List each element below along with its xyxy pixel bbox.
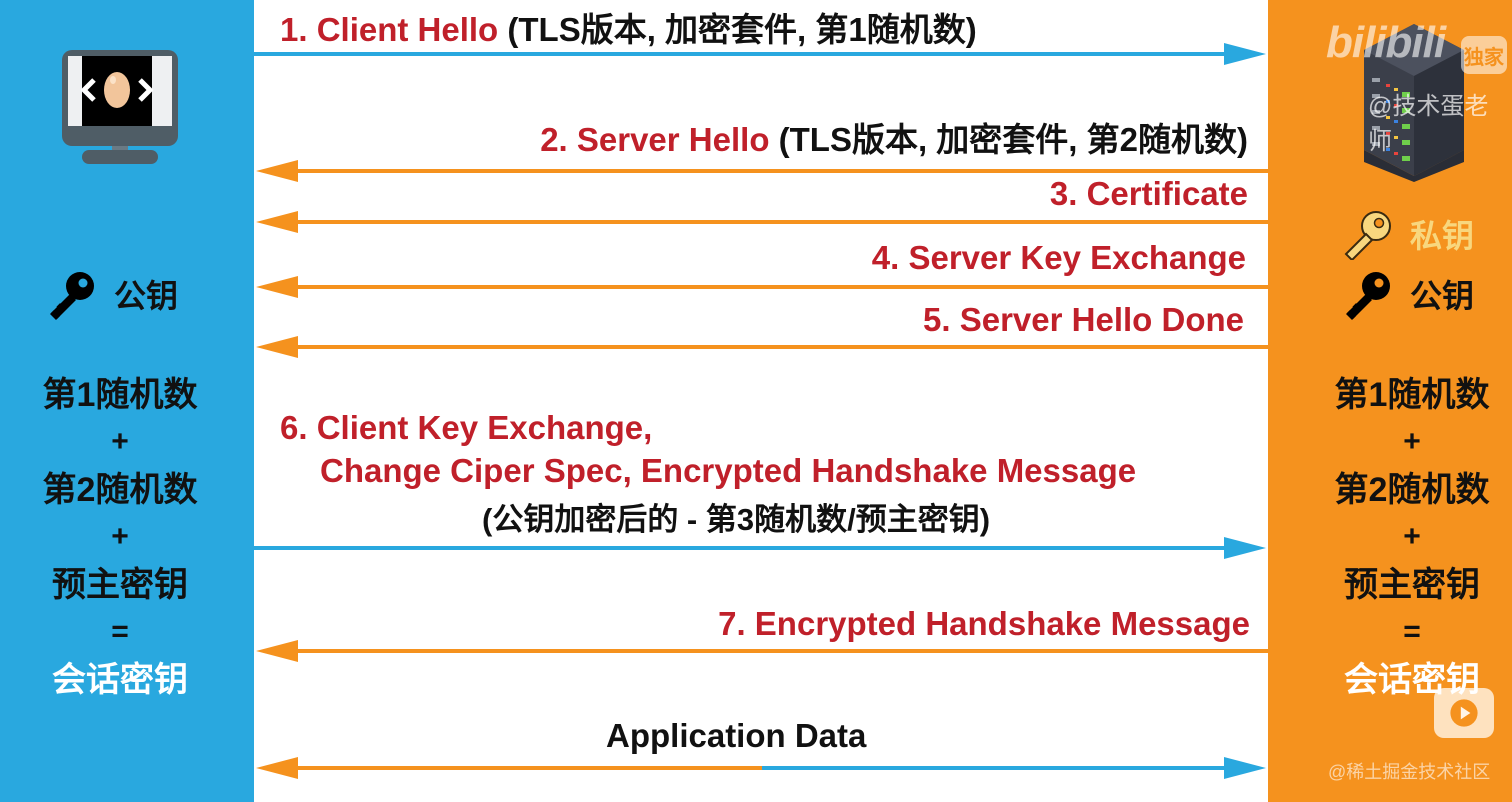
- message-step: 2. Server Hello: [540, 121, 770, 158]
- computer-egg-icon: [62, 50, 178, 166]
- message-5-label: 5. Server Hello Done: [923, 301, 1244, 338]
- message-3-label: 3. Certificate: [1049, 175, 1248, 212]
- message-6-label-line2: Change Ciper Spec, Encrypted Handshake M…: [320, 452, 1137, 489]
- arrow-client-to-server: [254, 536, 1268, 560]
- message-7-label: 7. Encrypted Handshake Message: [718, 605, 1250, 642]
- formula-random-1: 第1随机数: [42, 375, 198, 414]
- arrow-server-to-client: [254, 275, 1268, 299]
- message-detail: (TLS版本, 加密套件, 第2随机数): [778, 121, 1248, 158]
- server-private-key: 私钥: [1342, 208, 1474, 260]
- arrow-server-to-client: [254, 639, 1268, 663]
- server-public-key: 公钥: [1342, 268, 1474, 320]
- formula-equals: =: [1403, 615, 1421, 649]
- exclusive-badge: 独家: [1461, 36, 1507, 74]
- server-private-key-label: 私钥: [1410, 218, 1475, 254]
- message-1-label: 1. Client Hello (TLS版本, 加密套件, 第1随机数): [280, 11, 977, 48]
- message-area: [254, 0, 1268, 802]
- formula-random-2: 第2随机数: [42, 470, 198, 509]
- server-rack-icon: [1360, 22, 1468, 182]
- community-watermark: @稀土掘金技术社区: [1328, 762, 1491, 782]
- formula-equals: =: [111, 615, 129, 649]
- message-4-label: 4. Server Key Exchange: [871, 239, 1246, 276]
- client-public-key: 公钥: [46, 268, 178, 320]
- formula-plus: +: [111, 425, 129, 459]
- play-icon[interactable]: [1434, 688, 1494, 738]
- formula-premaster-key: 预主密钥: [52, 565, 188, 604]
- client-key-label: 公钥: [114, 278, 179, 314]
- server-public-key-label: 公钥: [1410, 278, 1475, 314]
- application-data-label: Application Data: [606, 717, 867, 754]
- bilibili-logo: bilibili: [1326, 18, 1446, 67]
- formula-session-key: 会话密钥: [52, 660, 188, 699]
- message-step: 1. Client Hello: [280, 11, 499, 48]
- server-session-key-formula: 第1随机数 + 第2随机数 + 预主密钥 = 会话密钥: [1312, 371, 1512, 704]
- arrow-server-to-client: [254, 335, 1268, 359]
- message-detail: (TLS版本, 加密套件, 第1随机数): [507, 11, 977, 48]
- formula-plus: +: [111, 520, 129, 554]
- arrow-server-to-client: [254, 159, 1268, 183]
- arrow-server-to-client: [254, 210, 1268, 234]
- formula-random-2: 第2随机数: [1334, 470, 1490, 509]
- key-icon: [1344, 211, 1391, 260]
- formula-plus: +: [1403, 425, 1421, 459]
- author-watermark: @技术蛋老师: [1368, 93, 1489, 155]
- formula-plus: +: [1403, 520, 1421, 554]
- formula-session-key: 会话密钥: [1344, 660, 1480, 699]
- arrow-client-to-server: [254, 42, 1268, 66]
- message-2-label: 2. Server Hello (TLS版本, 加密套件, 第2随机数): [540, 121, 1248, 158]
- key-icon: [50, 272, 94, 320]
- message-6-detail: (公钥加密后的 - 第3随机数/预主密钥): [482, 502, 991, 537]
- formula-premaster-key: 预主密钥: [1344, 565, 1480, 604]
- key-icon: [1346, 272, 1390, 320]
- formula-random-1: 第1随机数: [1334, 375, 1490, 414]
- client-session-key-formula: 第1随机数 + 第2随机数 + 预主密钥 = 会话密钥: [20, 371, 220, 704]
- arrow-bidirectional: [254, 756, 1268, 780]
- message-6-label-line1: 6. Client Key Exchange,: [280, 409, 653, 446]
